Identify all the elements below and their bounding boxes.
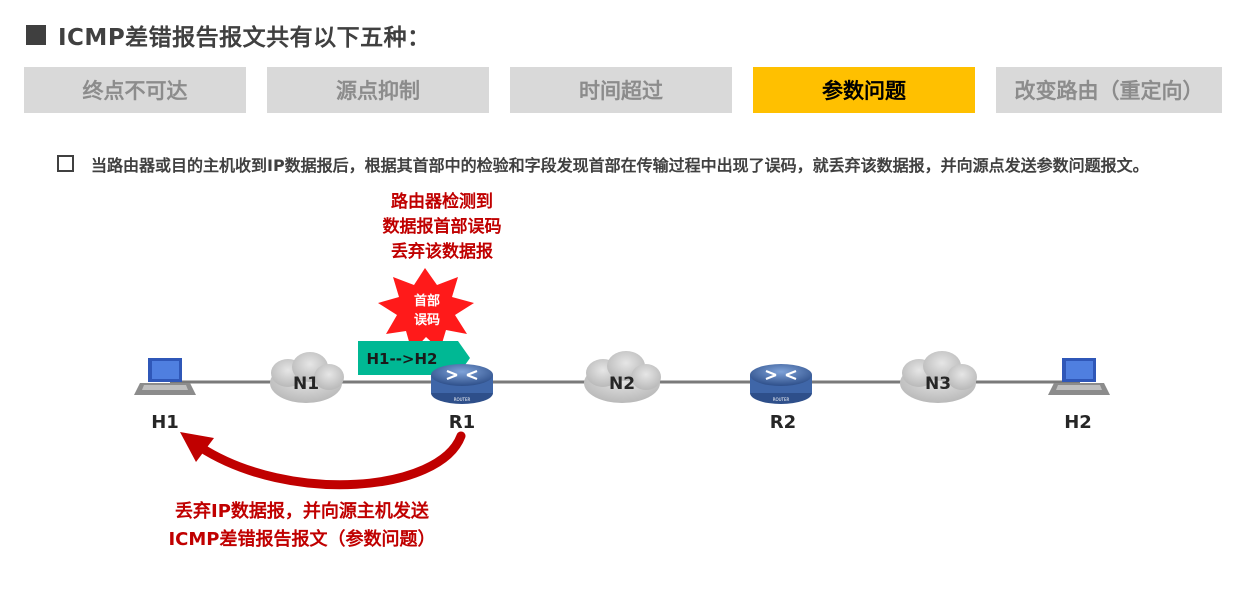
annotation-top-line2: 数据报首部误码 — [383, 216, 502, 237]
page-title: ICMP差错报告报文共有以下五种： — [58, 25, 431, 51]
router-badge-r2: ROUTER — [773, 397, 790, 402]
cloud-icon-n2: N2 — [584, 351, 661, 403]
tab-destination-unreachable[interactable]: 终点不可达 — [24, 67, 246, 113]
cloud-icon-n3: N3 — [900, 351, 977, 403]
return-arrow-head — [180, 432, 214, 462]
annotation-bottom-line1: 丢弃IP数据报，并向源主机发送 — [175, 500, 430, 522]
error-burst-icon: 首部 误码 — [378, 268, 474, 352]
computer-icon-h2 — [1048, 358, 1110, 395]
router-badge-r1: ROUTER — [454, 397, 471, 402]
title-square-icon — [26, 25, 46, 45]
packet-arrow: H1-->H2 — [358, 341, 470, 375]
packet-label: H1-->H2 — [366, 350, 437, 368]
cloud-icon-n1: N1 — [270, 352, 344, 403]
node-label-r1: R1 — [449, 412, 475, 433]
node-label-r2: R2 — [770, 412, 796, 433]
cloud-label-n2: N2 — [609, 374, 635, 394]
annotation-top-line1: 路由器检测到 — [391, 191, 493, 212]
tab-redirect[interactable]: 改变路由（重定向） — [996, 67, 1222, 113]
annotation-bottom-line2: ICMP差错报告报文（参数问题） — [168, 528, 435, 550]
checkbox-icon — [57, 155, 74, 172]
computer-icon-h1 — [134, 358, 196, 395]
annotation-top-line3: 丢弃该数据报 — [391, 241, 493, 262]
bullet-point: 当路由器或目的主机收到IP数据报后，根据其首部中的检验和字段发现首部在传输过程中… — [57, 152, 1237, 179]
cloud-label-n3: N3 — [925, 374, 951, 394]
node-label-h1: H1 — [151, 412, 179, 433]
router-icon-r2: ROUTER — [750, 364, 812, 404]
cloud-label-n1: N1 — [293, 374, 319, 394]
tab-bar: 终点不可达 源点抑制 时间超过 参数问题 改变路由（重定向） — [24, 67, 1222, 113]
tab-time-exceeded[interactable]: 时间超过 — [510, 67, 732, 113]
tab-source-quench[interactable]: 源点抑制 — [267, 67, 489, 113]
tab-parameter-problem[interactable]: 参数问题 — [753, 67, 975, 113]
node-label-h2: H2 — [1064, 412, 1092, 433]
router-icon-r1: ROUTER — [431, 364, 493, 404]
bullet-text: 当路由器或目的主机收到IP数据报后，根据其首部中的检验和字段发现首部在传输过程中… — [91, 156, 1149, 175]
title-row: ICMP差错报告报文共有以下五种： — [26, 18, 431, 52]
burst-label-line2: 误码 — [414, 313, 440, 328]
burst-label-line1: 首部 — [414, 293, 440, 309]
return-arrow — [195, 431, 466, 490]
